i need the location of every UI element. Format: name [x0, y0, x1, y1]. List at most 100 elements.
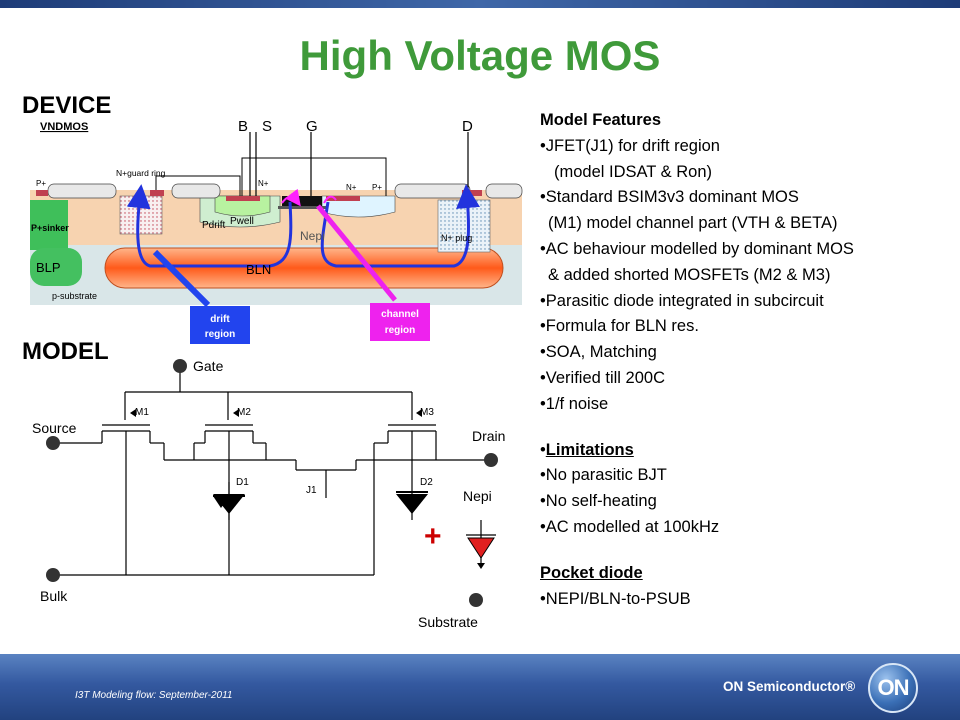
field-oxide-1	[47, 183, 117, 199]
device-cross-section: VNDMOS B S G D N+guard ring P+ N+ N+ P+ …	[30, 118, 523, 344]
features-heading: Model Features	[540, 111, 662, 129]
bulk-terminal	[46, 568, 60, 582]
model-heading: MODEL	[22, 338, 109, 365]
drain-terminal	[484, 453, 498, 467]
source-label: Source	[32, 420, 77, 436]
contact-source	[226, 196, 260, 201]
p-sinker-region	[30, 200, 68, 250]
pocket-diode	[467, 537, 495, 559]
label-guard-ring: N+guard ring	[116, 168, 166, 178]
feature-item: •JFET(J1) for drift region	[540, 136, 720, 155]
drift-callout-box	[190, 306, 250, 344]
model-schematic: Gate Source Drain Bulk Substrate Nepi M1…	[32, 358, 505, 630]
spacer	[540, 418, 955, 438]
gate-oxide	[278, 206, 326, 209]
limitations-bullet: •	[540, 440, 546, 459]
label-pdrift: Pdrift	[202, 220, 226, 231]
feature-item: (M1) model channel part (VTH & BETA)	[548, 214, 838, 233]
d2-label: D2	[420, 477, 433, 488]
top-accent-bar	[0, 0, 960, 8]
terminal-g: G	[306, 118, 318, 135]
channel-callout-box	[370, 303, 430, 341]
gate-poly	[282, 196, 322, 206]
drift-callout-line1: drift	[210, 314, 230, 325]
feature-item: •1/f noise	[540, 394, 609, 413]
field-oxide-2	[171, 183, 221, 199]
vndmos-label: VNDMOS	[40, 121, 88, 133]
channel-arrow-right	[323, 195, 337, 204]
feature-item: & added shorted MOSFETs (M2 & M3)	[548, 265, 831, 284]
terminal-b: B	[238, 118, 248, 135]
terminal-s: S	[262, 118, 272, 135]
m1-label: M1	[135, 407, 149, 418]
channel-arrow-left	[281, 188, 301, 207]
label-pwell: Pwell	[230, 216, 254, 227]
footer-bar: I3T Modeling flow: September-2011 ON Sem…	[0, 654, 960, 720]
label-p-sinker: P+sinker	[31, 223, 69, 233]
limitation-item: •AC modelled at 100kHz	[540, 517, 720, 536]
source-strap	[241, 157, 387, 196]
spacer	[540, 541, 955, 561]
slide-title: High Voltage MOS	[299, 32, 661, 79]
channel-callout-line2: region	[385, 325, 416, 336]
nepi-label: Nepi	[463, 488, 492, 504]
substrate-terminal	[469, 593, 483, 607]
device-heading: DEVICE	[22, 92, 112, 119]
label-nplus-src: N+	[258, 179, 269, 188]
feature-item: •AC behaviour modelled by dominant MOS	[540, 239, 854, 258]
drift-path-left	[126, 184, 293, 268]
guard-ring-left	[119, 195, 163, 235]
guard-strap	[155, 175, 241, 196]
blp-region	[30, 248, 82, 286]
label-pplus-right: P+	[372, 183, 382, 192]
field-oxide-3	[394, 183, 471, 199]
footer-text: I3T Modeling flow: September-2011	[75, 690, 233, 701]
label-bln: BLN	[246, 262, 271, 277]
feature-item: (model IDSAT & Ron)	[554, 162, 713, 181]
m3-label: M3	[420, 407, 434, 418]
feature-item: •Standard BSIM3v3 dominant MOS	[540, 188, 799, 207]
limitation-item: •No self-heating	[540, 492, 657, 511]
d1-label: D1	[236, 477, 249, 488]
substrate-label: Substrate	[418, 614, 478, 630]
pocket-item: •NEPI/BLN-to-PSUB	[540, 589, 691, 608]
channel-callout-line	[316, 204, 397, 302]
gate-terminal	[173, 359, 187, 373]
label-nplus-drn: N+	[346, 183, 357, 192]
label-blp: BLP	[36, 260, 61, 275]
bln-layer	[104, 247, 504, 289]
label-nepi: Nepi	[300, 229, 325, 243]
limitations-heading: Limitations	[545, 440, 634, 459]
contact-pplus-left	[36, 190, 48, 196]
feature-item: •Verified till 200C	[540, 368, 666, 387]
feature-item: •Parasitic diode integrated in subcircui…	[540, 291, 824, 310]
label-nplus-plug: N+ plug	[441, 233, 472, 243]
drift-path-right	[320, 184, 480, 268]
contact-guard	[150, 190, 164, 196]
n-plug-region	[437, 199, 491, 253]
logo-text: ON	[877, 675, 910, 700]
brand-name: ON Semiconductor®	[723, 679, 856, 694]
label-pplus-left: P+	[36, 179, 46, 188]
feature-item: •SOA, Matching	[540, 343, 657, 362]
field-oxide-4	[485, 183, 523, 199]
j1-label: J1	[306, 485, 317, 496]
drift-callout-line	[152, 249, 211, 308]
label-p-substrate: p-substrate	[52, 291, 97, 301]
limitation-item: •No parasitic BJT	[540, 466, 667, 485]
m2-label: M2	[237, 407, 251, 418]
drift-callout-line2: region	[205, 329, 236, 340]
drain-label: Drain	[472, 428, 505, 444]
limitations-heading-line: •Limitations	[540, 438, 955, 464]
gate-label: Gate	[193, 358, 224, 374]
terminal-d: D	[462, 118, 473, 135]
on-logo-icon: ON	[868, 663, 918, 713]
plus-sign: +	[424, 520, 442, 553]
contact-drain	[462, 190, 482, 196]
bulk-label: Bulk	[40, 588, 68, 604]
feature-item: •Formula for BLN res.	[540, 317, 699, 336]
features-panel: Model Features •JFET(J1) for drift regio…	[540, 108, 955, 612]
source-terminal	[46, 436, 60, 450]
contact-drain-inner	[326, 196, 360, 201]
pocket-heading: Pocket diode	[540, 563, 643, 582]
